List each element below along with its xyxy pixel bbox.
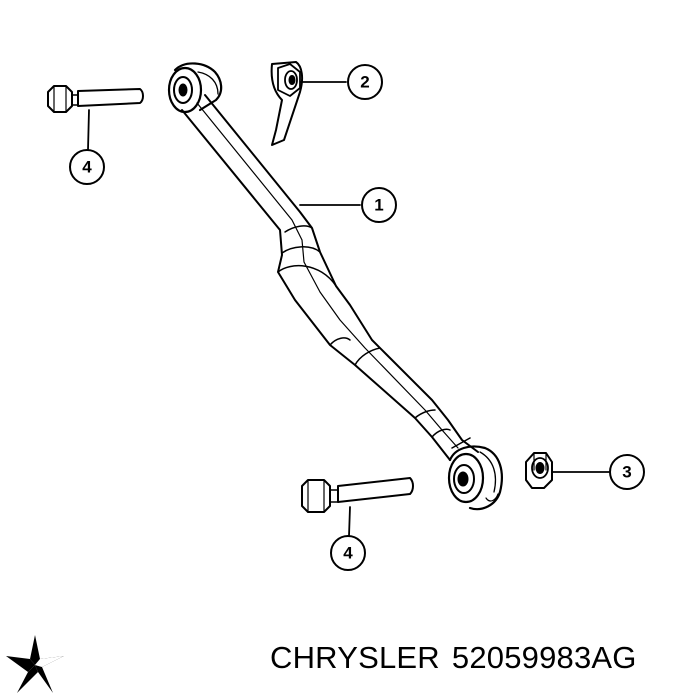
part-number: 52059983AG xyxy=(451,640,637,675)
callout-number: 4 xyxy=(343,544,353,563)
chrysler-pentastar-icon xyxy=(6,635,64,693)
callout-2: 2 xyxy=(347,64,383,100)
nut-illustration xyxy=(525,452,553,489)
leader-line-4-lower xyxy=(348,506,351,537)
callout-4-lower: 4 xyxy=(330,535,366,571)
bracket-nut-illustration xyxy=(270,61,304,146)
callout-number: 3 xyxy=(622,463,631,482)
leader-line-4-upper xyxy=(87,109,90,151)
track-bar-illustration xyxy=(167,62,503,511)
callout-number: 1 xyxy=(374,196,383,215)
callout-3: 3 xyxy=(609,454,645,490)
leader-lines xyxy=(87,81,611,537)
callout-4-upper: 4 xyxy=(69,149,105,185)
part-caption: CHRYSLER 52059983AG xyxy=(270,640,695,676)
bolt-upper-illustration xyxy=(47,85,144,113)
callout-number: 4 xyxy=(82,158,92,177)
callout-number: 2 xyxy=(360,73,369,92)
callout-1: 1 xyxy=(361,187,397,223)
brand-name: CHRYSLER xyxy=(270,640,440,675)
bolt-lower-illustration xyxy=(301,477,414,513)
